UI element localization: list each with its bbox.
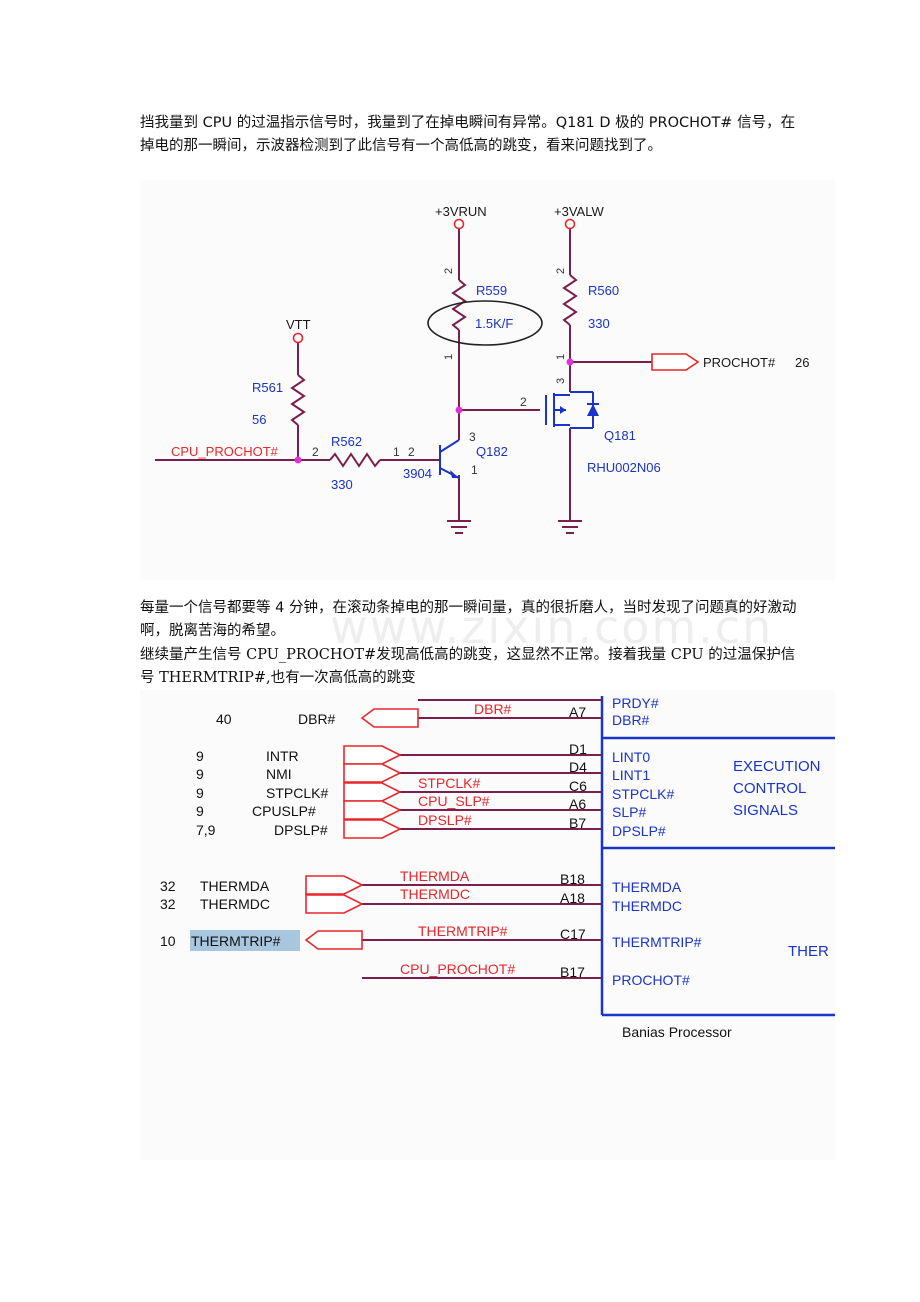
pin-r559-bot: 1 bbox=[443, 354, 455, 360]
pin-q182-emitter: 1 bbox=[471, 463, 478, 477]
prochot-schematic: +3VRUN +3VALW VTT R559 1.5K/F R560 330 R… bbox=[155, 204, 809, 534]
paragraph-thermtrip: 继续量产生信号 CPU_PROCHOT#发现高低高的跳变，这显然不正常。接着我量… bbox=[140, 647, 796, 686]
paragraph-intro: 挡我量到 CPU 的过温指示信号时，我量到了在掉电瞬间有异常。Q181 D 极的… bbox=[140, 115, 796, 154]
schematic-1-background bbox=[140, 180, 835, 580]
r562-value: 330 bbox=[331, 477, 353, 492]
watermark: www.zixin.com.cn bbox=[330, 600, 774, 654]
pin-q181-drain: 3 bbox=[555, 378, 567, 384]
r560-label: R560 bbox=[588, 283, 619, 298]
pin-r562-left: 2 bbox=[312, 445, 319, 459]
pin-r560-top: 2 bbox=[555, 268, 567, 274]
pin-q182-collector: 3 bbox=[469, 430, 476, 444]
r562-label: R562 bbox=[331, 434, 362, 449]
q181-part: RHU002N06 bbox=[587, 460, 661, 475]
pin-q181-gate: 2 bbox=[520, 395, 527, 409]
net-prochot-page: 26 bbox=[795, 355, 809, 370]
q181-label: Q181 bbox=[604, 428, 636, 443]
q182-label: Q182 bbox=[476, 444, 508, 459]
paragraph-measure: 每量一个信号都要等 4 分钟，在滚动条掉电的那一瞬间量，真的很折磨人，当时发现了… bbox=[140, 600, 797, 639]
r559-value: 1.5K/F bbox=[475, 316, 513, 331]
pin-r559-top: 2 bbox=[443, 268, 455, 274]
pin-r560-bot: 1 bbox=[555, 354, 567, 360]
pin-r562-right: 1 bbox=[393, 445, 400, 459]
net-cpu-prochot: CPU_PROCHOT# bbox=[171, 444, 279, 459]
r560-value: 330 bbox=[588, 316, 610, 331]
r559-label: R559 bbox=[476, 283, 507, 298]
schematic-2-background bbox=[140, 690, 835, 1160]
r561-value: 56 bbox=[252, 412, 266, 427]
q182-part: 3904 bbox=[403, 466, 432, 481]
rail-3valw-label: +3VALW bbox=[554, 204, 604, 219]
r561-label: R561 bbox=[252, 380, 283, 395]
net-prochot: PROCHOT# bbox=[703, 355, 776, 370]
rail-3vrun-label: +3VRUN bbox=[435, 204, 487, 219]
vtt-label: VTT bbox=[286, 317, 311, 332]
pin-q182-base: 2 bbox=[408, 445, 415, 459]
